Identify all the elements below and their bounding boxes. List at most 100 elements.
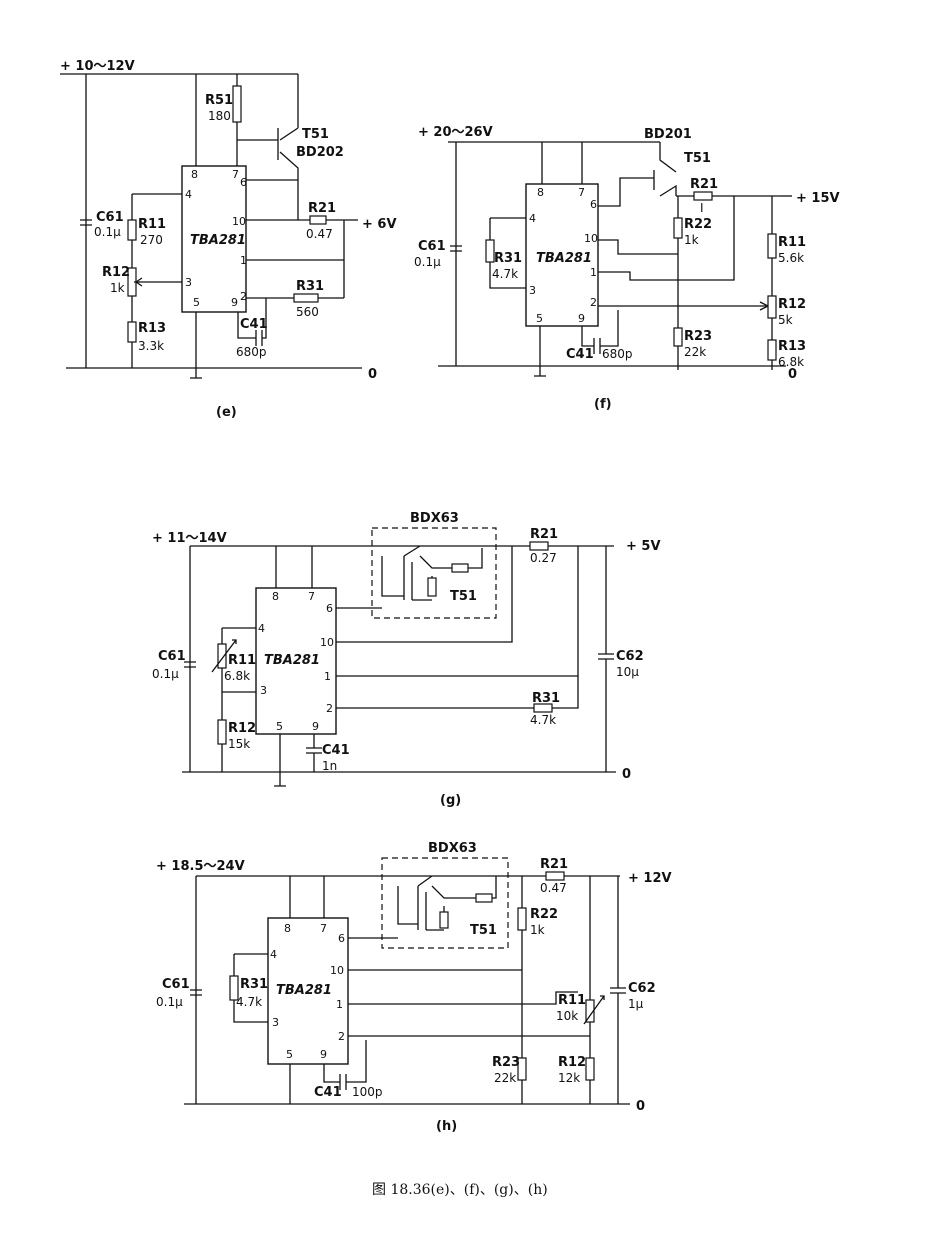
r12-value-g: 15k [228,737,250,751]
c41-name-g: C41 [322,743,350,758]
r31-name-g: R31 [532,691,560,706]
r22-name-h: R22 [530,907,558,922]
t51-model-e: BD202 [296,145,344,160]
r11-name-g: R11 [228,653,256,668]
ground-label-h: 0 [636,1099,645,1114]
t51-name-e: T51 [302,127,329,142]
r13-name-e: R13 [138,321,166,336]
r11-value-e: 270 [140,233,163,247]
supply-out-h: + 12V [628,871,672,886]
r31-name-h: R31 [240,977,268,992]
c41-value-e: 680p [236,345,267,359]
supply-in-g: + 11～14V [152,531,227,546]
r31-name-f: R31 [494,251,522,266]
circuit-h: BDX63 + 18.5～24V R21 0.47 + 12V T51 C61 … [156,841,672,1134]
pin-8-f: 8 [537,186,544,199]
c41-value-g: 1n [322,759,337,773]
pin-3-f: 3 [529,284,536,297]
pin-6-e: 6 [240,176,247,189]
r31-name-e: R31 [296,279,324,294]
pin-6-g: 6 [326,602,333,615]
r21-name-f: R21 [690,177,718,192]
r12-name-g: R12 [228,721,256,736]
c62-value-h: 1μ [628,997,644,1011]
figure-caption: 图 18.36(e)、(f)、(g)、(h) [372,1182,548,1198]
c62-value-g: 10μ [616,665,639,679]
pin-2-g: 2 [326,702,333,715]
c61-name-h: C61 [162,977,190,992]
r31-value-f: 4.7k [492,267,518,281]
c62-name-h: C62 [628,981,656,996]
sub-label-e: (e) [216,405,237,420]
r22-value-f: 1k [684,233,699,247]
t51-name-h: T51 [470,923,497,938]
pin-4-h: 4 [270,948,277,961]
c61-value-e: 0.1μ [94,225,121,239]
r31-value-h: 4.7k [236,995,262,1009]
pin-8-g: 8 [272,590,279,603]
c61-value-f: 0.1μ [414,255,441,269]
pin-1-e: 1 [240,254,247,267]
pin-2-e: 2 [240,290,247,303]
ground-label-f: 0 [788,367,797,382]
circuit-g: BDX63 + 11～14V R21 0.27 + 5V T51 C61 0.1… [152,511,661,808]
r12-name-f: R12 [778,297,806,312]
r21-value-e: 0.47 [306,227,333,241]
r13-name-f: R13 [778,339,806,354]
r11-name-f: R11 [778,235,806,250]
pin-4-f: 4 [529,212,536,225]
c41-value-h: 100p [352,1085,383,1099]
r12-value-e: 1k [110,281,125,295]
r23-name-h: R23 [492,1055,520,1070]
pin-8-e: 8 [191,168,198,181]
c41-name-f: C41 [566,347,594,362]
r22-value-h: 1k [530,923,545,937]
r21-value-f: I [700,201,704,215]
c61-name-f: C61 [418,239,446,254]
r51-value-e: 180 [208,109,231,123]
supply-out-f: + 15V [796,191,840,206]
r23-value-f: 22k [684,345,706,359]
supply-out-g: + 5V [626,539,661,554]
r21-value-h: 0.47 [540,881,567,895]
r21-name-h: R21 [540,857,568,872]
pin-5-e: 5 [193,296,200,309]
c41-value-f: 680p [602,347,633,361]
r12-name-e: R12 [102,265,130,280]
circuit-f: + 20～26V C61 0.1μ TBA281 8 7 6 4 R31 4.7… [414,125,840,412]
pin-6-h: 6 [338,932,345,945]
pin-3-e: 3 [185,276,192,289]
pin-5-h: 5 [286,1048,293,1061]
pin-4-e: 4 [185,188,192,201]
ground-label-e: 0 [368,367,377,382]
pin-10-e: 10 [232,215,246,228]
pin-6-f: 6 [590,198,597,211]
c61-name-g: C61 [158,649,186,664]
pin-1-h: 1 [336,998,343,1011]
pin-10-h: 10 [330,964,344,977]
circuit-e: + 10～12V C61 0.1μ R51 180 T51 BD202 TBA2… [60,59,397,420]
pin-5-f: 5 [536,312,543,325]
pin-8-h: 8 [284,922,291,935]
r21-name-e: R21 [308,201,336,216]
pin-2-h: 2 [338,1030,345,1043]
supply-in-e: + 10～12V [60,59,135,74]
t51-model-h: BDX63 [428,841,477,856]
pin-3-g: 3 [260,684,267,697]
t51-name-f: T51 [684,151,711,166]
supply-in-f: + 20～26V [418,125,493,140]
pin-10-f: 10 [584,232,598,245]
c61-value-h: 0.1μ [156,995,183,1009]
r11-value-h: 10k [556,1009,578,1023]
sub-label-f: (f) [594,397,612,412]
pin-10-g: 10 [320,636,334,649]
pin-2-f: 2 [590,296,597,309]
r12-value-f: 5k [778,313,793,327]
supply-out-e: + 6V [362,217,397,232]
pin-7-e: 7 [232,168,239,181]
pin-1-f: 1 [590,266,597,279]
c61-name-e: C61 [96,210,124,225]
r23-value-h: 22k [494,1071,516,1085]
t51-model-g: BDX63 [410,511,459,526]
